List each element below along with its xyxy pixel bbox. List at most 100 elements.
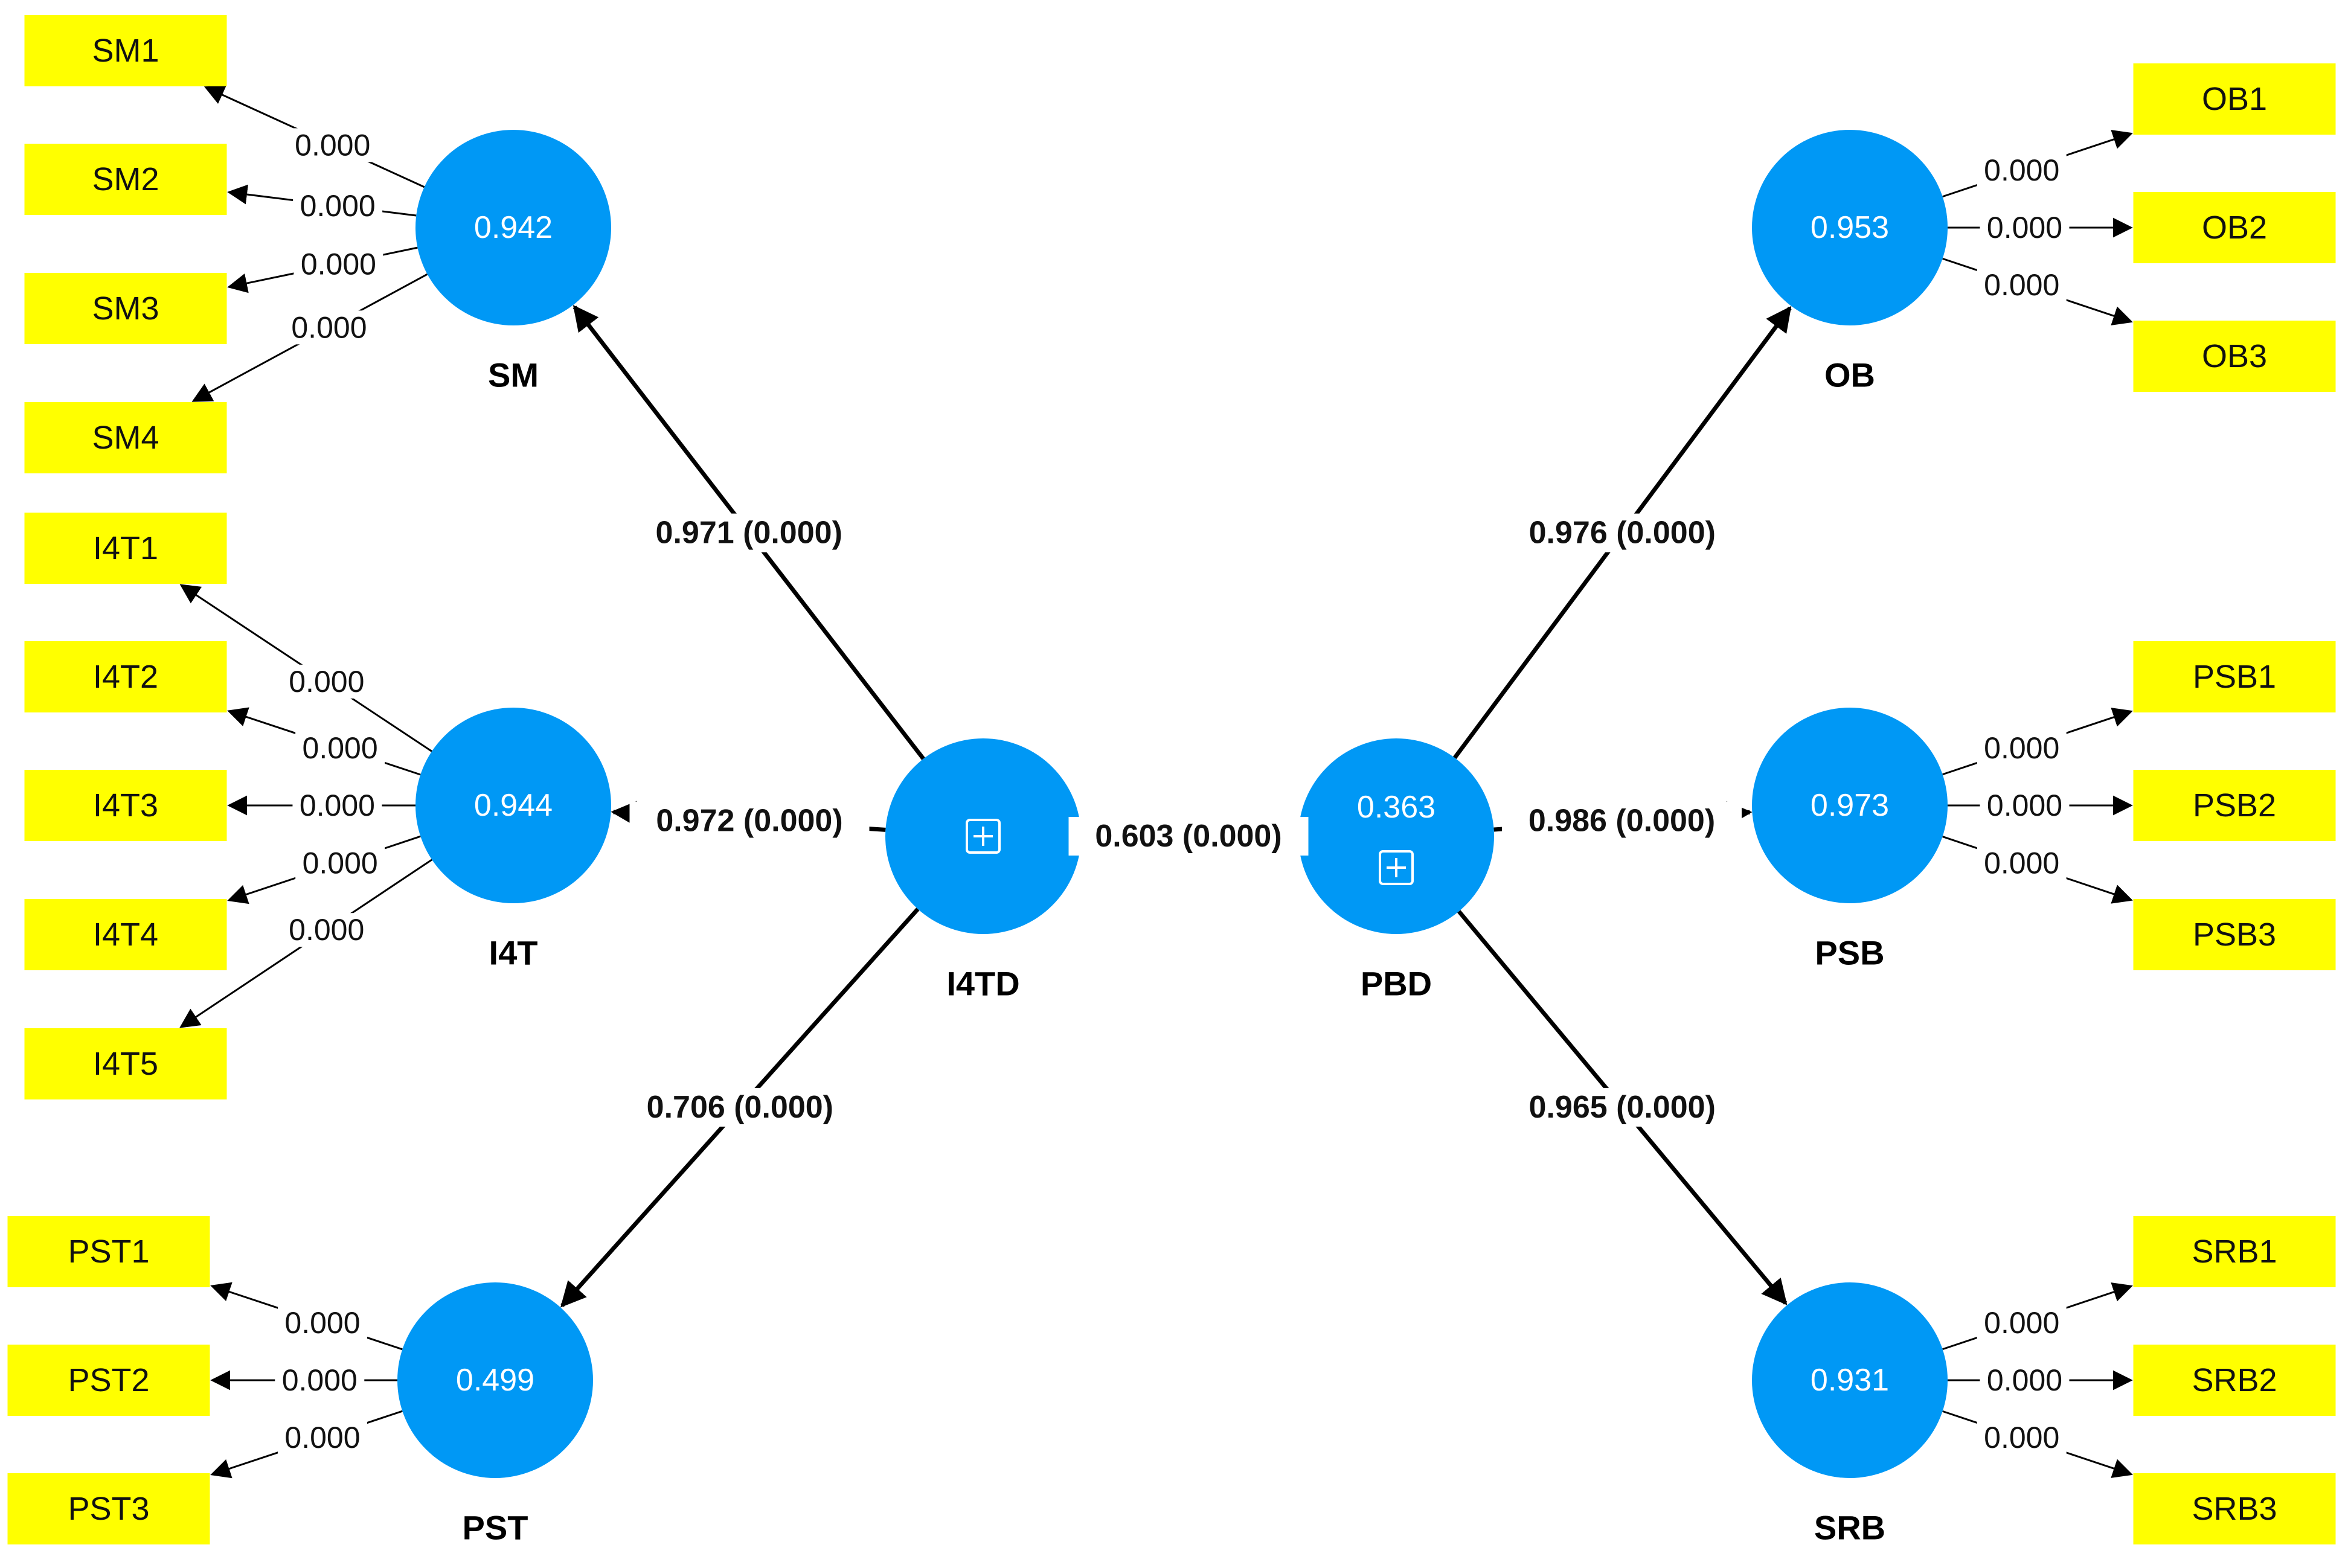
indicator-box [2133,899,2336,970]
indicator-sm1[interactable]: SM1 [24,15,227,86]
indicator-i4t3[interactable]: I4T3 [24,770,227,841]
construct-label: PBD [1361,965,1432,1003]
indicator-label: PSB3 [2193,917,2276,953]
indicator-label: SRB3 [2192,1491,2277,1527]
path-coefficient-text: 0.971 (0.000) [656,516,842,551]
loading-label-group: 0.000 [281,913,371,947]
loading-value: 0.000 [284,1421,360,1454]
loading-value: 0.000 [300,189,376,223]
indicator-label: SM2 [92,161,159,197]
loading-label-group: 0.000 [284,310,374,345]
indicator-label: PSB2 [2193,787,2276,824]
r-squared-value: 0.499 [456,1363,534,1398]
indicator-sm3[interactable]: SM3 [24,273,227,344]
indicator-sm2[interactable]: SM2 [24,144,227,215]
indicator-label: SM4 [92,420,159,456]
expand-icon[interactable] [1379,850,1414,885]
indicator-label: I4T4 [93,917,158,953]
r-squared-value: 0.953 [1811,210,1889,245]
r-squared-value: 0.363 [1357,790,1435,825]
loading-label-group: 0.000 [1980,211,2070,245]
construct-label: OB [1824,356,1875,394]
indicator-i4t1[interactable]: I4T1 [24,513,227,584]
indicator-srb1[interactable]: SRB1 [2133,1216,2336,1287]
indicator-sm4[interactable]: SM4 [24,402,227,473]
loading-label-group: 0.000 [292,789,382,822]
path-coefficient-pbd-psb: 0.986 (0.000) [1502,801,1742,840]
indicator-psb1[interactable]: PSB1 [2133,641,2336,712]
path-label-bg [629,513,869,552]
path-coefficient-text: 0.603 (0.000) [1095,819,1281,854]
indicator-i4t2[interactable]: I4T2 [24,641,227,712]
indicator-label: SM3 [92,290,159,327]
indicator-label: SM1 [92,33,159,69]
path-coefficient-i4td-pbd: 0.603 (0.000) [1068,817,1309,856]
construct-label: I4T [489,934,538,972]
loading-label-bg [1977,846,2067,880]
path-label-bg [629,801,870,840]
loading-value: 0.000 [295,128,370,162]
loading-label-bg [1977,153,2067,187]
loading-label-group: 0.000 [293,188,383,223]
indicator-i4t4[interactable]: I4T4 [24,899,227,970]
indicator-box [2133,63,2336,135]
loading-label-bg [294,247,383,281]
loading-label-bg [275,1363,365,1397]
indicator-label: PST3 [68,1491,149,1527]
indicator-psb2[interactable]: PSB2 [2133,770,2336,841]
construct-circle [1752,708,1948,903]
loading-label-bg [281,664,371,699]
loading-label-bg [284,310,374,345]
loading-label-group: 0.000 [1977,1421,2067,1455]
indicator-pst2[interactable]: PST2 [7,1345,210,1416]
indicator-box [2133,1345,2336,1416]
loading-labels: 0.000 0.000 0.000 0.000 0.000 0.000 0.000 0.000… [275,128,2070,1455]
loading-label-bg [277,1305,367,1340]
loading-label-group: 0.000 [294,247,383,281]
construct-i4td[interactable]: I4TD [885,738,1081,1003]
indicator-label: SRB2 [2192,1362,2277,1398]
indicator-box [24,273,227,344]
loading-label-group: 0.000 [1977,731,2067,765]
indicator-ob1[interactable]: OB1 [2133,63,2336,135]
indicator-box [24,770,227,841]
indicator-pst1[interactable]: PST1 [7,1216,210,1287]
path-coefficient-text: 0.986 (0.000) [1528,804,1715,839]
r-squared-value: 0.942 [474,210,553,245]
indicator-label: OB2 [2202,210,2267,246]
indicator-ob3[interactable]: OB3 [2133,321,2336,392]
loading-label-group: 0.000 [1977,1305,2067,1340]
loading-label-bg [1977,1305,2067,1340]
r-squared-value: 0.973 [1811,788,1889,823]
loading-label-group: 0.000 [295,731,385,765]
loading-label-bg [277,1421,367,1455]
indicator-srb3[interactable]: SRB3 [2133,1473,2336,1544]
expand-icon[interactable] [966,819,1001,854]
loading-value: 0.000 [1984,1421,2059,1454]
loading-value: 0.000 [1984,1306,2059,1340]
indicator-label: I4T5 [93,1046,158,1082]
indicator-box [24,1028,227,1099]
indicator-box [24,15,227,86]
loading-value: 0.000 [300,789,375,822]
indicator-i4t5[interactable]: I4T5 [24,1028,227,1099]
path-coefficient-i4td-pst: 0.706 (0.000) [620,1088,860,1127]
path-label-bg [620,1088,860,1127]
indicator-psb3[interactable]: PSB3 [2133,899,2336,970]
construct-circle [415,130,611,325]
indicator-ob2[interactable]: OB2 [2133,192,2336,263]
indicator-box [2133,641,2336,712]
indicator-pst3[interactable]: PST3 [7,1473,210,1544]
indicator-label: PST1 [68,1234,149,1270]
loading-value: 0.000 [303,846,378,880]
loading-value: 0.000 [1987,1363,2062,1397]
indicator-srb2[interactable]: SRB2 [2133,1345,2336,1416]
